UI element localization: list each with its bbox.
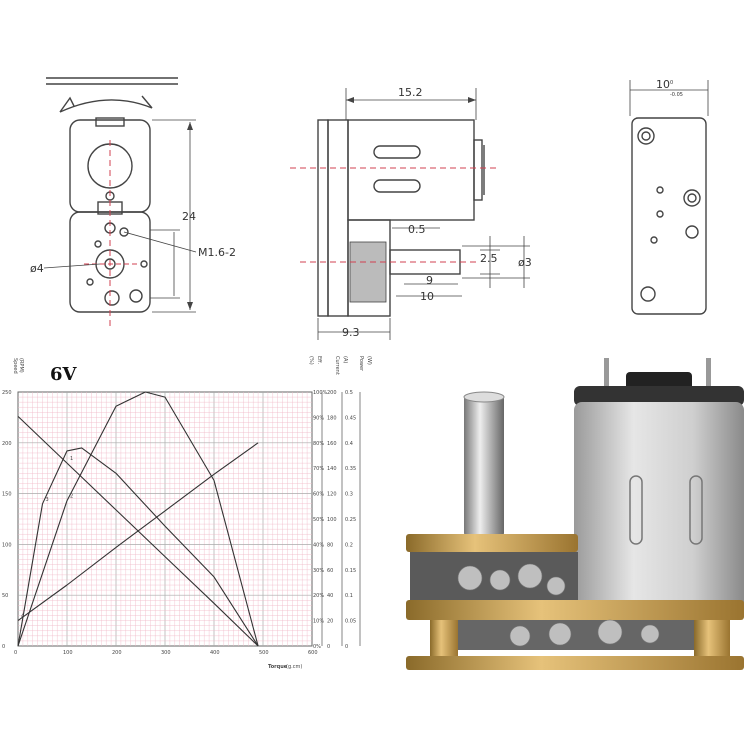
x-tick-label: 300 <box>161 650 171 656</box>
x-tick-label: 500 <box>259 650 269 656</box>
motor-photo <box>406 358 744 670</box>
right-tick-current: 0.35 <box>345 466 356 472</box>
right-tick-pct: 20% <box>313 593 324 599</box>
right-axis-title: Eff. <box>316 356 322 365</box>
right-tick-b: 20 <box>327 619 333 625</box>
side-shaft-len-b-dim: 10 <box>420 290 434 303</box>
right-tick-current: 0.25 <box>345 517 356 523</box>
right-axis-title: Current <box>334 356 340 375</box>
series-line-4 <box>17 442 259 622</box>
x-axis-title: Torque <box>268 664 288 670</box>
right-tick-b: 120 <box>327 492 337 498</box>
right-tick-pct: 80% <box>313 441 324 447</box>
right-axis-titles: (%)Eff. Current(A) Power(W) <box>308 356 372 375</box>
right-tick-current: 0.2 <box>345 542 353 548</box>
right-tick-current: 0.5 <box>345 390 353 396</box>
side-view-drawing <box>290 88 530 340</box>
right-tick-b: 180 <box>327 415 337 421</box>
x-tick-label: 100 <box>63 650 73 656</box>
right-tick-b: 0 <box>327 644 330 650</box>
x-tick-label: 0 <box>14 650 17 656</box>
right-tick-b: 100 <box>327 517 337 523</box>
series-line-1 <box>17 416 259 647</box>
right-tick-pct: 40% <box>313 542 324 548</box>
right-axis-title: (%) <box>308 356 314 365</box>
back-width-dim: 10 <box>656 78 670 91</box>
chart-series: 1 2 3 4 <box>17 391 259 647</box>
right-tick-pct: 100% <box>313 390 328 396</box>
right-tick-b: 200 <box>327 390 337 396</box>
right-axis-title: (W) <box>366 356 372 365</box>
y-tick-label: 100 <box>2 542 12 548</box>
side-gearbox-dim: 9.3 <box>342 326 360 339</box>
chart-grid <box>17 391 361 647</box>
series-label-4: 4 <box>21 614 24 620</box>
front-shaft-dia-dim: ø4 <box>30 262 44 275</box>
back-tol-upper: 0 <box>670 80 673 86</box>
right-axis-title: Power <box>358 356 364 372</box>
right-tick-current: 0.4 <box>345 441 353 447</box>
x-tick-label: 600 <box>308 650 318 656</box>
x-axis-unit: (g.cm) <box>286 664 302 670</box>
right-tick-current: 0.15 <box>345 568 356 574</box>
side-offset-dim: 0.5 <box>408 223 426 236</box>
right-tick-b: 160 <box>327 441 337 447</box>
series-label-3: 3 <box>46 497 49 503</box>
series-line-3 <box>17 447 259 647</box>
right-tick-current: 0.1 <box>345 593 353 599</box>
x-tick-label: 400 <box>210 650 220 656</box>
back-view-drawing <box>629 80 709 315</box>
side-shaft-flat-dim: 2.5 <box>480 252 498 265</box>
right-tick-pct: 10% <box>313 619 324 625</box>
right-tick-b: 140 <box>327 466 337 472</box>
front-hole-dim: M1.6-2 <box>198 246 236 259</box>
back-tol-lower: -0.05 <box>670 92 683 98</box>
side-length-dim: 15.2 <box>398 86 423 99</box>
left-axis-unit: (RPM) <box>18 358 24 373</box>
y-tick-label: 0 <box>2 644 5 650</box>
front-view-drawing <box>43 77 197 330</box>
right-tick-current: 0.05 <box>345 619 356 625</box>
right-tick-pct: 90% <box>313 415 324 421</box>
side-shaft-len-a-dim: 9 <box>426 274 433 287</box>
y-tick-label: 250 <box>2 390 12 396</box>
right-tick-b: 40 <box>327 593 333 599</box>
right-tick-b: 80 <box>327 542 333 548</box>
y-tick-label: 150 <box>2 492 12 498</box>
right-tick-current: 0.3 <box>345 492 353 498</box>
right-tick-pct: 30% <box>313 568 324 574</box>
right-tick-pct: 50% <box>313 517 324 523</box>
right-tick-current: 0.45 <box>345 415 356 421</box>
right-axis-title: (A) <box>342 356 348 363</box>
right-tick-b: 60 <box>327 568 333 574</box>
right-tick-current: 0 <box>345 644 348 650</box>
right-tick-pct: 60% <box>313 492 324 498</box>
side-shaft-dia-dim: ø3 <box>518 256 532 269</box>
x-tick-label: 200 <box>112 650 122 656</box>
y-tick-label: 200 <box>2 441 12 447</box>
series-label-2: 2 <box>70 494 73 500</box>
chart-voltage: 6V <box>50 364 78 385</box>
right-tick-pct: 0% <box>313 644 321 650</box>
left-axis-title: Speed <box>12 358 18 374</box>
y-tick-label: 50 <box>2 593 8 599</box>
front-height-dim: 24 <box>182 210 196 223</box>
series-line-2 <box>17 391 259 647</box>
right-tick-pct: 70% <box>313 466 324 472</box>
series-label-1: 1 <box>70 456 73 462</box>
